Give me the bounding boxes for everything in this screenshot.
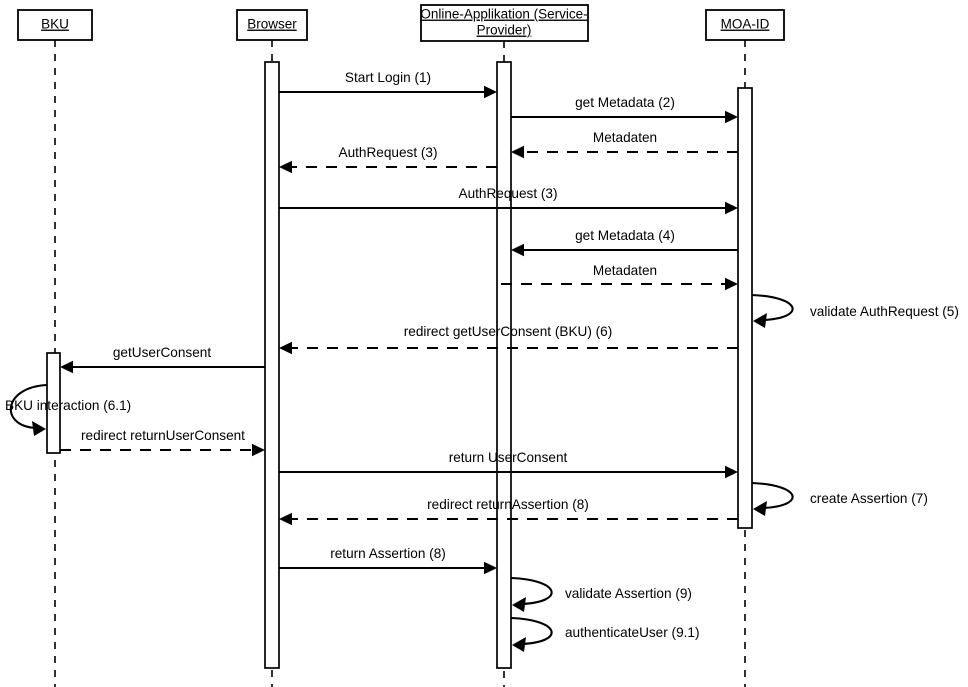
self-message-loop [510, 576, 553, 606]
message-m5: AuthRequest (3) [279, 186, 738, 215]
message-label: getUserConsent [113, 345, 211, 360]
arrowhead-icon [753, 501, 767, 516]
participant-label: Browser [247, 17, 297, 32]
arrowhead-icon [60, 360, 73, 374]
messages-layer: Start Login (1) get Metadata (2) Metadaten… [60, 70, 738, 575]
arrowhead-icon [252, 443, 265, 457]
self-message-s5: authenticateUser (9.1) [510, 616, 700, 652]
message-m6: get Metadata (4) [511, 228, 738, 257]
message-label: Start Login (1) [345, 70, 431, 85]
arrowhead-icon [725, 465, 738, 479]
arrowhead-icon [279, 512, 292, 526]
self-message-label: create Assertion (7) [810, 491, 928, 506]
participant-oa[interactable]: Online-Applikation (Service-Provider) [420, 4, 589, 42]
message-label: Metadaten [593, 263, 657, 278]
message-m1: Start Login (1) [279, 70, 497, 99]
self-message-loop [510, 616, 553, 646]
message-m3: Metadaten [511, 130, 738, 159]
self-message-loop [9, 383, 48, 430]
message-label: AuthRequest (3) [459, 186, 558, 201]
arrowhead-icon [484, 561, 497, 575]
self-message-s2: BKU interaction (6.1) [5, 383, 131, 436]
activation-bar-oa [496, 61, 512, 669]
participant-label: Provider) [477, 23, 532, 38]
activation-bar-browser [264, 61, 280, 669]
arrowhead-icon [725, 110, 738, 124]
message-m4: AuthRequest (3) [279, 145, 497, 174]
participant-box[interactable] [17, 9, 93, 41]
arrowhead-icon [511, 243, 524, 257]
participant-box[interactable] [236, 9, 308, 41]
message-label: Metadaten [593, 130, 657, 145]
self-message-label: BKU interaction (6.1) [5, 398, 131, 413]
participant-bku[interactable]: BKU [17, 9, 93, 41]
message-m9: getUserConsent [60, 345, 265, 374]
message-label: return UserConsent [449, 450, 568, 465]
arrowhead-icon [725, 201, 738, 215]
arrowhead-icon [511, 145, 524, 159]
participant-browser[interactable]: Browser [236, 9, 308, 41]
participant-label: BKU [41, 17, 69, 32]
participant-box[interactable] [705, 9, 785, 41]
message-m7: Metadaten [501, 263, 738, 291]
message-label: redirect returnUserConsent [81, 428, 245, 443]
message-label: AuthRequest (3) [339, 145, 438, 160]
self-message-label: authenticateUser (9.1) [565, 625, 700, 640]
message-label: return Assertion (8) [330, 546, 446, 561]
arrowhead-icon [279, 160, 292, 174]
message-label: get Metadata (2) [575, 95, 675, 110]
message-m8: redirect getUserConsent (BKU) (6) [279, 324, 738, 355]
self-message-label: validate AuthRequest (5) [810, 304, 959, 319]
participant-label: MOA-ID [721, 17, 770, 32]
self-message-label: validate Assertion (9) [565, 586, 692, 601]
activations-layer [46, 61, 753, 669]
message-m2: get Metadata (2) [511, 95, 738, 124]
arrowhead-icon [725, 277, 738, 291]
message-m12: redirect returnAssertion (8) [279, 497, 738, 526]
arrowhead-icon [279, 341, 292, 355]
activation-bar-moaid [737, 87, 753, 529]
arrowhead-icon [753, 313, 767, 328]
self-messages-layer: validate AuthRequest (5) BKU interaction … [5, 293, 959, 652]
self-message-s4: validate Assertion (9) [510, 576, 692, 612]
message-m10: redirect returnUserConsent [60, 428, 265, 457]
participant-box[interactable] [420, 4, 589, 42]
arrowhead-icon [512, 637, 526, 652]
self-message-s1: validate AuthRequest (5) [751, 293, 959, 328]
participant-label: Online-Applikation (Service- [420, 7, 587, 22]
participant-heads-layer: BKU Browser Online-Applikation (Service-Pr… [17, 4, 785, 42]
message-label: redirect getUserConsent (BKU) (6) [404, 324, 613, 339]
message-label: redirect returnAssertion (8) [427, 497, 589, 512]
self-message-loop [751, 293, 794, 322]
message-label: get Metadata (4) [575, 228, 675, 243]
message-m11: return UserConsent [279, 450, 738, 479]
self-message-s3: create Assertion (7) [751, 481, 928, 516]
arrowhead-icon [512, 597, 526, 612]
arrowhead-icon [32, 421, 46, 436]
arrowhead-icon [484, 85, 497, 99]
participant-moaid[interactable]: MOA-ID [705, 9, 785, 41]
message-m13: return Assertion (8) [279, 546, 497, 575]
activation-bar-bku [46, 352, 61, 454]
self-message-loop [751, 481, 794, 510]
